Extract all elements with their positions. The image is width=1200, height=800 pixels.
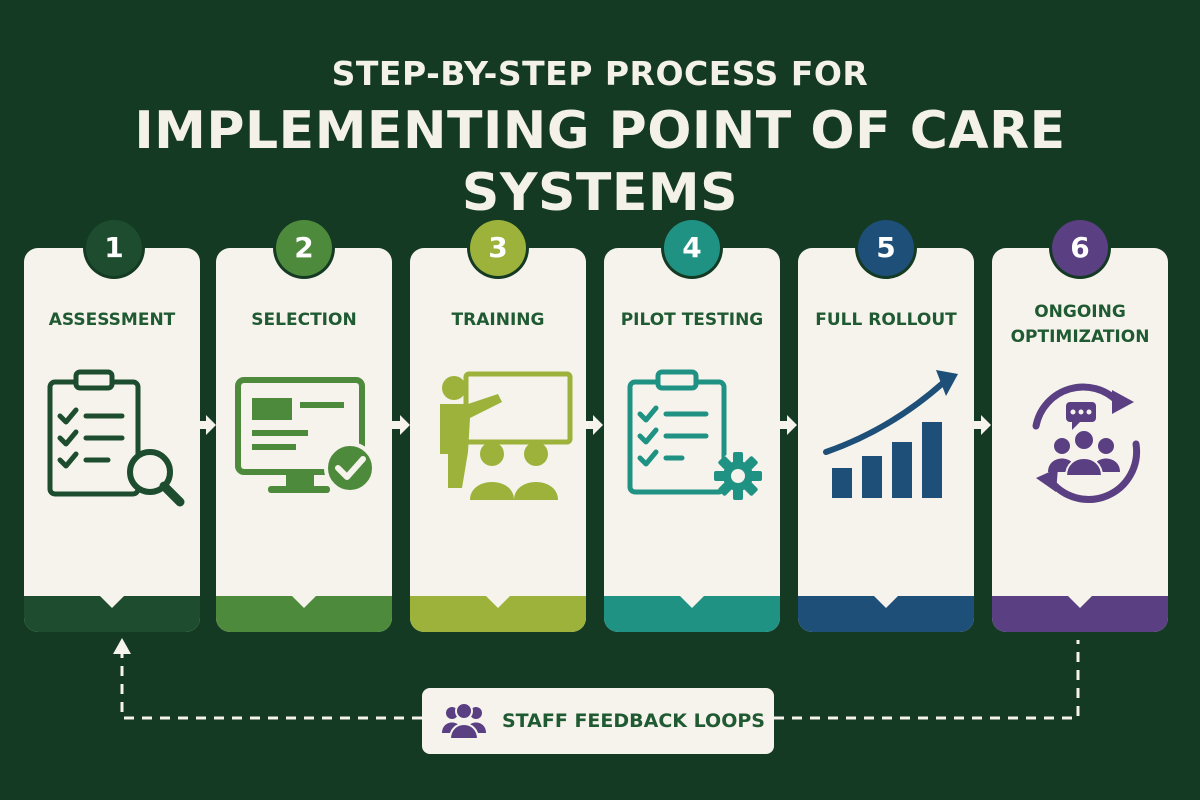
feedback-box: STAFF FEEDBACK LOOPS — [422, 688, 774, 754]
arrow-right-icon — [392, 415, 410, 435]
team-cycle-icon — [1032, 383, 1141, 503]
step-label: SELECTION — [251, 310, 357, 330]
step-number-badge: 3 — [470, 220, 526, 276]
step-band — [992, 596, 1168, 632]
step-card-training: TRAINING — [410, 248, 586, 632]
step-number-badge: 2 — [276, 220, 332, 276]
step-card-full-rollout: FULL ROLLOUT — [798, 248, 974, 632]
arrow-right-icon — [585, 415, 603, 435]
clipboard-magnifier-icon — [47, 369, 185, 507]
step-card-ongoing-optimization: ONGOING OPTIMIZATION — [992, 248, 1168, 632]
step-band — [410, 596, 586, 632]
step-number-badge: 1 — [86, 220, 142, 276]
step-label: ONGOING OPTIMIZATION — [1010, 302, 1150, 347]
step-label: PILOT TESTING — [620, 310, 764, 330]
page-subtitle: STEP-BY-STEP PROCESS FOR — [331, 54, 869, 93]
clipboard-gear-icon — [627, 369, 762, 500]
step-band — [604, 596, 780, 632]
arrow-right-icon — [198, 415, 216, 435]
step-label: ASSESSMENT — [48, 310, 176, 330]
growth-chart-icon — [823, 370, 958, 498]
arrow-right-icon — [973, 415, 991, 435]
step-card-selection: SELECTION — [216, 248, 392, 632]
arrow-right-icon — [779, 415, 797, 435]
step-label: TRAINING — [451, 310, 545, 330]
step-card-pilot-testing: PILOT TESTING — [604, 248, 780, 632]
people-group-icon — [442, 702, 486, 740]
step-card-assessment: ASSESSMENT — [24, 248, 200, 632]
monitor-checkmark-icon — [235, 377, 376, 494]
step-band — [798, 596, 974, 632]
feedback-label: STAFF FEEDBACK LOOPS — [502, 710, 765, 732]
step-number-badge: 4 — [664, 220, 720, 276]
step-band — [216, 596, 392, 632]
step-label: FULL ROLLOUT — [815, 310, 957, 330]
step-number-badge: 5 — [858, 220, 914, 276]
trainer-presentation-icon — [440, 371, 573, 500]
page-title: IMPLEMENTING POINT OF CARE SYSTEMS — [134, 101, 1066, 223]
step-number-badge: 6 — [1052, 220, 1108, 276]
title-block: STEP-BY-STEP PROCESS FOR IMPLEMENTING PO… — [0, 52, 1200, 224]
step-band — [24, 596, 200, 632]
